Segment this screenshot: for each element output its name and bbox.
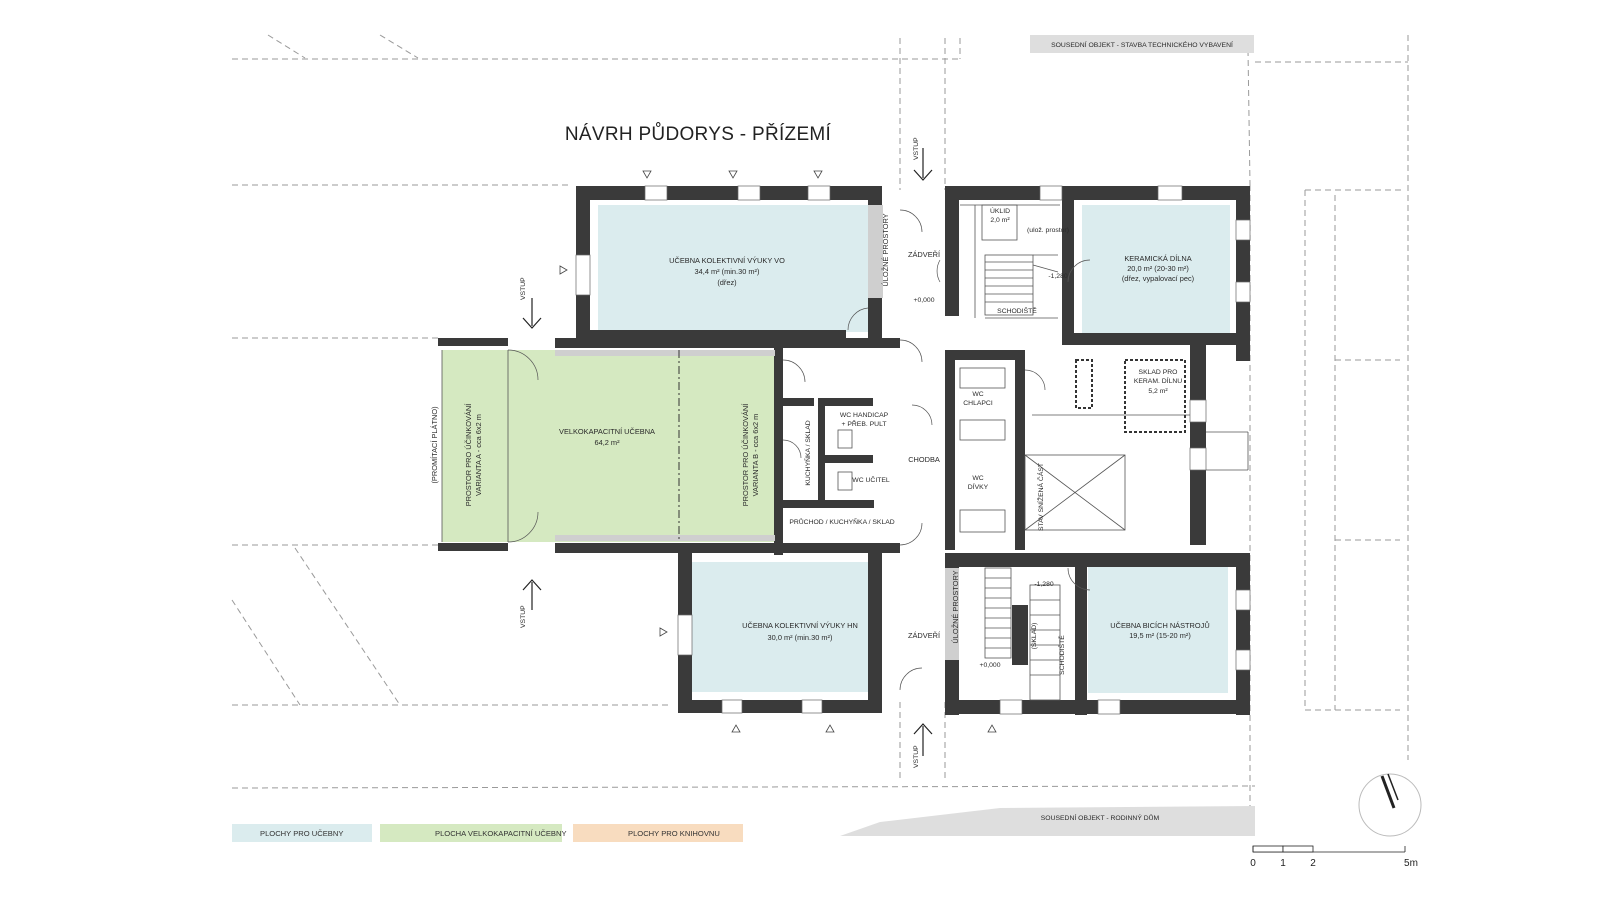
schodiste-bottom: SCHODIŠTĚ	[1057, 635, 1066, 675]
window-markers	[559, 170, 997, 733]
chodba-label: CHODBA	[908, 455, 940, 464]
ulozne-top: ÚLOŽNÉ PROSTORY	[881, 213, 890, 286]
room-labels: UČEBNA KOLEKTIVNÍ VÝUKY VO 34,4 m² (min.…	[430, 206, 1210, 675]
varB-line1: PROSTOR PRO ÚČINKOVÁNÍ	[741, 403, 750, 506]
sklad-keram-l2: KERAM. DÍLNU	[1134, 376, 1182, 385]
page-title: NÁVRH PŮDORYS - PŘÍZEMÍ	[565, 123, 832, 145]
windows	[575, 185, 1251, 715]
neighbor-top: SOUSEDNÍ OBJEKT - STAVBA TECHNICKÉHO VYB…	[1030, 35, 1254, 53]
vo-name: UČEBNA KOLEKTIVNÍ VÝUKY VO	[669, 256, 785, 265]
sklad-keram-area: 5,2 m²	[1148, 388, 1168, 395]
legend-label-classrooms: PLOCHY PRO UČEBNY	[260, 829, 343, 838]
entrance-bottom-left-label: VSTUP	[520, 605, 527, 628]
zadveri-bottom: ZÁDVEŘÍ	[908, 631, 941, 640]
entrance-left-label: VSTUP	[520, 277, 527, 300]
pruchod-label: PRŮCHOD / KUCHYŇKA / SKLAD	[789, 517, 894, 526]
wc-divky-2: DÍVKY	[968, 482, 989, 491]
scale-bar: 0 1 2 5m	[1250, 845, 1418, 869]
level-top-hall: +0,000	[914, 297, 935, 304]
stair-top	[984, 254, 1059, 316]
stav-label: STAV SNÍŽENÁ ČÁST	[1036, 463, 1045, 531]
neighbor-top-label: SOUSEDNÍ OBJEKT - STAVBA TECHNICKÉHO VYB…	[1051, 40, 1233, 49]
varA-line2: VARIANTA A - cca 6x2 m	[474, 414, 483, 496]
bici-area: 19,5 m² (15-20 m²)	[1129, 631, 1191, 640]
hn-area: 30,0 m² (min.30 m²)	[768, 633, 833, 642]
varA-line1: PROSTOR PRO ÚČINKOVÁNÍ	[464, 403, 473, 506]
ulozne-bottom: ÚLOŽNÉ PROSTORY	[951, 570, 960, 643]
neighbor-bottom-label: SOUSEDNÍ OBJEKT - RODINNÝ DŮM	[1041, 813, 1160, 822]
wc-chlapci-1: WC	[972, 391, 983, 398]
platno-label: (PROMÍTACÍ PLÁTNO)	[430, 406, 439, 483]
doors	[507, 209, 1091, 691]
north-arrow-icon	[1358, 773, 1422, 837]
stair-bottom	[984, 567, 1061, 701]
legend-label-big-classroom: PLOCHA VELKOKAPACITNÍ UČEBNY	[435, 829, 567, 838]
zadveri-top: ZÁDVEŘÍ	[908, 250, 941, 259]
wc-handicap-2: + PŘEB. PULT	[841, 419, 886, 428]
velka-name: VELKOKAPACITNÍ UČEBNA	[559, 427, 655, 436]
entrances: VSTUP VSTUP VSTUP VSTUP	[520, 137, 933, 768]
keram-name: KERAMICKÁ DÍLNA	[1124, 254, 1191, 263]
entrance-bottom-label: VSTUP	[913, 745, 920, 768]
level-bottom-hall: +0,000	[980, 662, 1001, 669]
wc-chlapci-2: CHLAPCI	[963, 400, 993, 407]
legend-label-library: PLOCHY PRO KNIHOVNU	[628, 829, 720, 838]
fill-velkokapacitni	[442, 350, 774, 542]
scale-tick-1: 1	[1280, 858, 1286, 869]
uklid-name: ÚKLID	[990, 206, 1010, 215]
sklad-label: (SKLAD)	[1031, 623, 1038, 650]
vo-area: 34,4 m² (min.30 m²)	[695, 267, 760, 276]
legend-item-big-classroom: PLOCHA VELKOKAPACITNÍ UČEBNY	[380, 824, 567, 842]
legend: PLOCHY PRO UČEBNY PLOCHA VELKOKAPACITNÍ …	[232, 824, 743, 842]
hn-name: UČEBNA KOLEKTIVNÍ VÝUKY HN	[742, 621, 858, 630]
interior-details	[441, 204, 1249, 701]
keram-note: (dřez, vypalovací pec)	[1122, 274, 1194, 283]
wc-divky-1: WC	[972, 475, 983, 482]
wc-handicap-1: WC HANDICAP	[840, 412, 889, 419]
velka-area: 64,2 m²	[594, 438, 620, 447]
fill-ucebna-hn	[692, 562, 870, 692]
scale-tick-0: 0	[1250, 858, 1256, 869]
keram-area: 20,0 m² (20-30 m²)	[1127, 264, 1189, 273]
room-fills	[442, 205, 1230, 693]
scale-tick-5: 5m	[1404, 858, 1418, 869]
vo-note: (dřez)	[717, 278, 736, 287]
entrance-top: VSTUP	[913, 137, 933, 181]
scale-tick-2: 2	[1310, 858, 1316, 869]
schodiste-top: SCHODIŠTĚ	[997, 306, 1037, 315]
varB-line2: VARIANTA B - cca 6x2 m	[751, 414, 760, 497]
wc-ucitel: WC UČITEL	[852, 475, 890, 484]
legend-item-library: PLOCHY PRO KNIHOVNU	[573, 824, 743, 842]
entrance-left: VSTUP	[520, 277, 542, 329]
bici-name: UČEBNA BICÍCH NÁSTROJŮ	[1110, 621, 1209, 630]
entrance-bottom: VSTUP	[913, 723, 933, 768]
site-context	[231, 34, 1409, 830]
entrance-bottom-left: VSTUP	[520, 579, 542, 628]
fill-keramicka	[1082, 205, 1230, 333]
fill-ucebna-vo	[598, 205, 868, 332]
kuchynka-label: KUCHYŇKA / SKLAD	[803, 420, 812, 485]
ulozny-label: (ulož. prostor)	[1027, 227, 1069, 234]
neighbor-bottom: SOUSEDNÍ OBJEKT - RODINNÝ DŮM	[840, 806, 1255, 836]
uklid-area: 2,0 m²	[990, 217, 1010, 224]
level-top-stair: -1,280	[1048, 273, 1067, 280]
legend-item-classrooms: PLOCHY PRO UČEBNY	[232, 824, 372, 842]
level-bottom-stair: -1,280	[1034, 581, 1053, 588]
entrance-top-label: VSTUP	[913, 137, 920, 160]
fill-bici	[1088, 563, 1228, 693]
sklad-keram-l1: SKLAD PRO	[1139, 369, 1178, 376]
